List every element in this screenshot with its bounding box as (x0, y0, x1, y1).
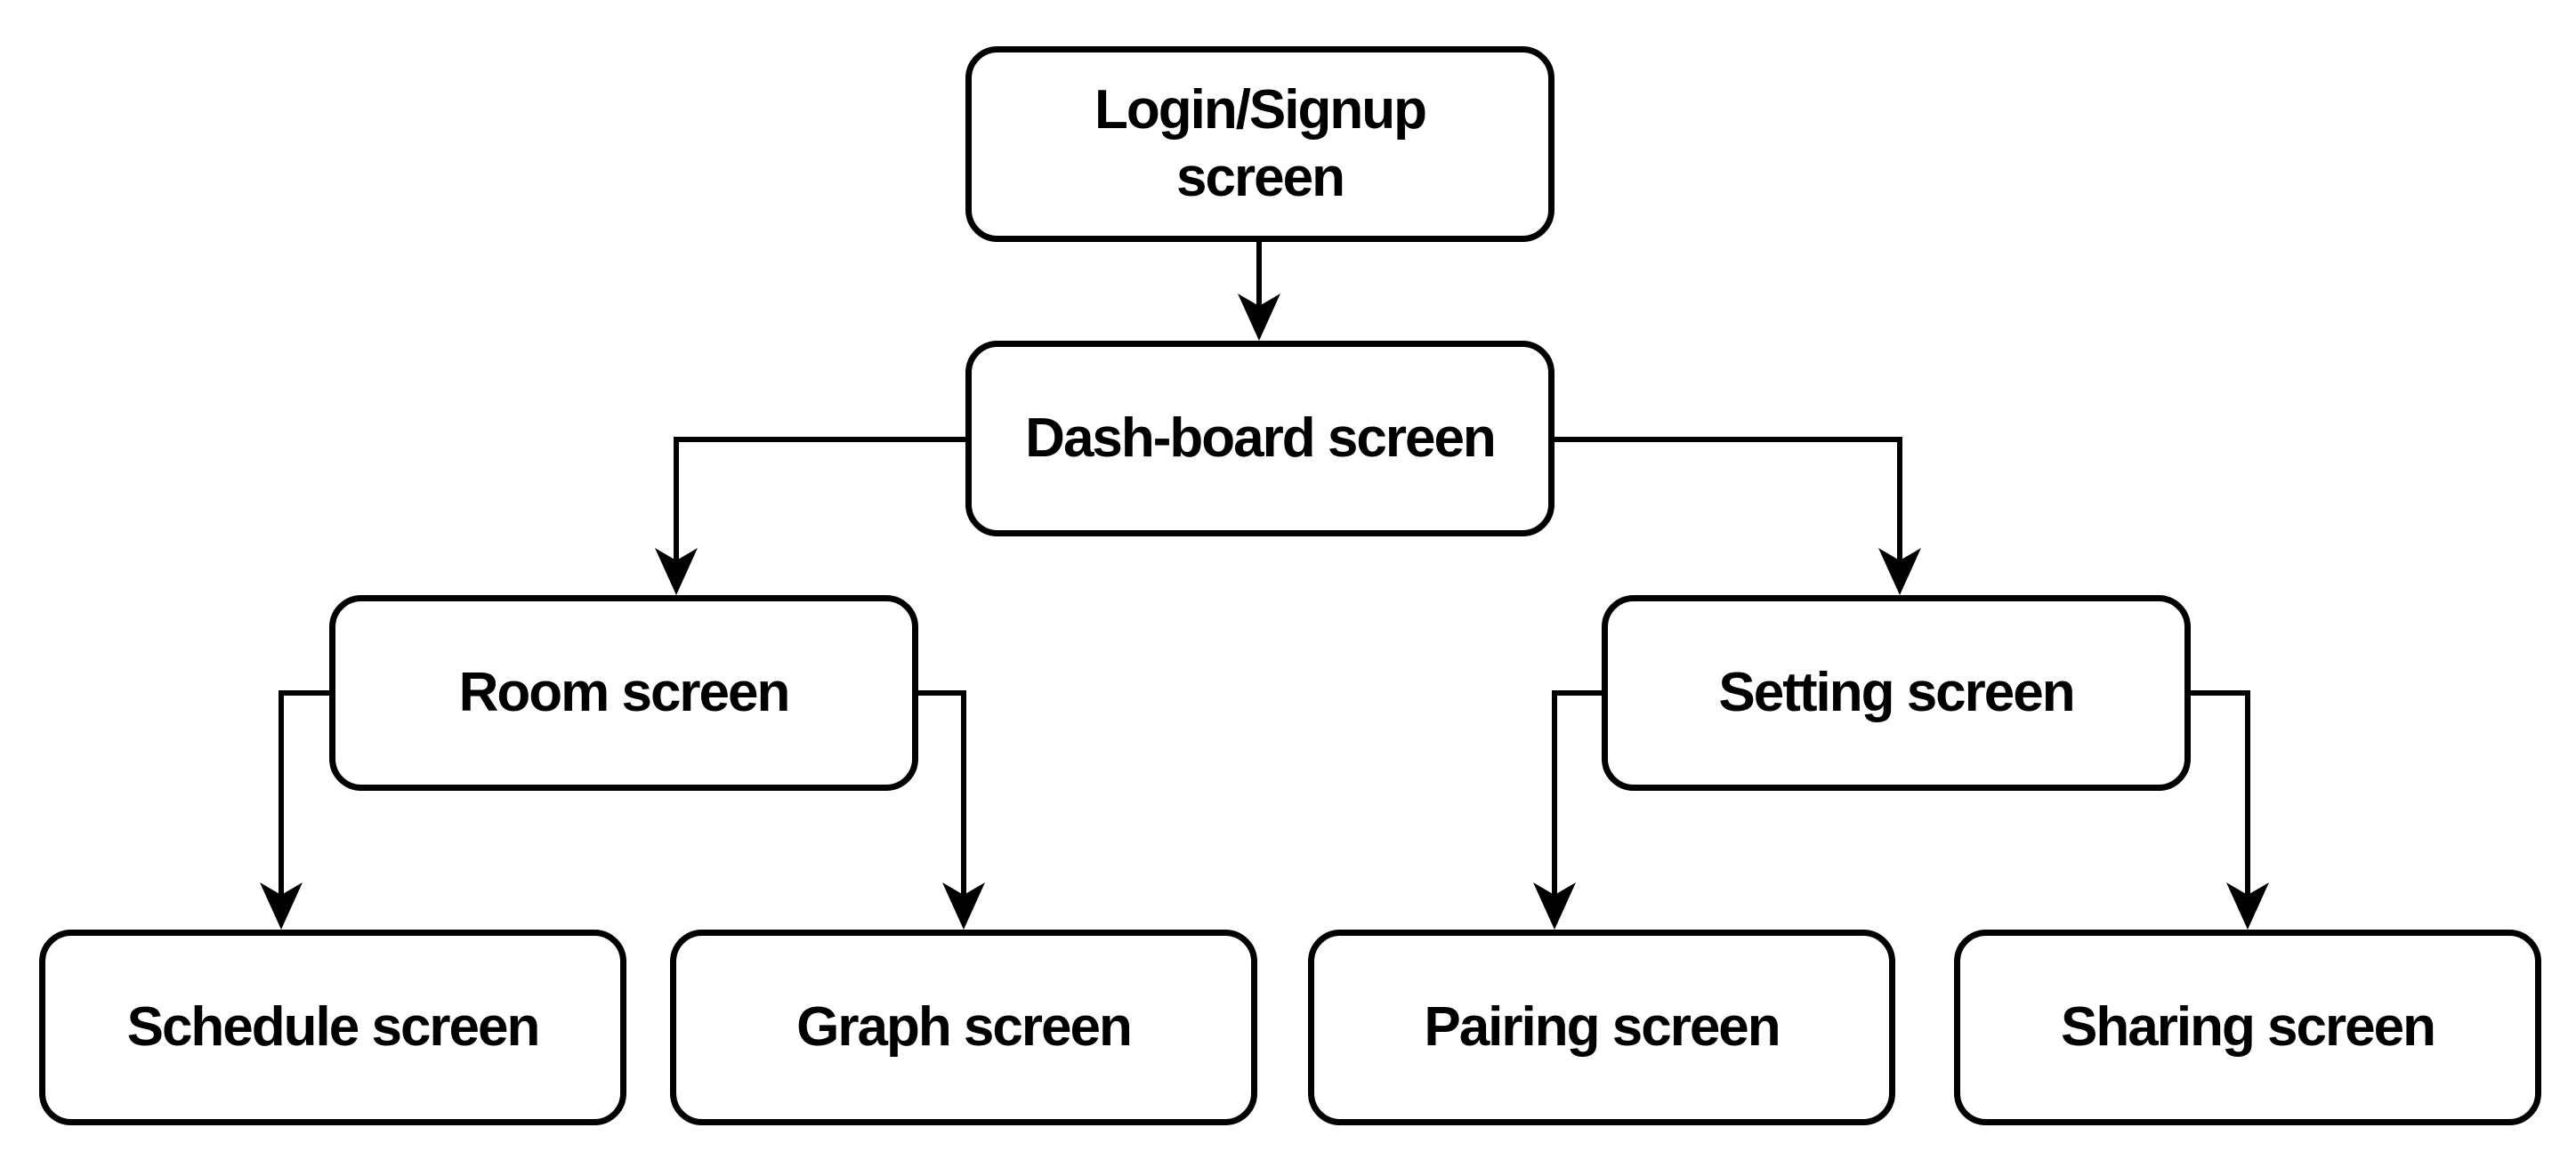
edge-line (1552, 690, 1602, 898)
node-room-screen: Room screen (329, 595, 918, 791)
edge-line (2191, 690, 2250, 898)
node-label: Dash-board screen (1025, 407, 1497, 470)
arrowhead-down-icon (1533, 882, 1576, 930)
edge-setting-to-sharing (2191, 690, 2269, 930)
arrowhead-down-icon (942, 882, 985, 930)
node-sharing-screen: Sharing screen (1954, 930, 2541, 1125)
edge-dashboard-to-room (655, 437, 965, 595)
edge-line (918, 690, 966, 898)
node-pairing-screen: Pairing screen (1308, 930, 1895, 1125)
node-label: Pairing screen (1424, 996, 1781, 1059)
node-dashboard-screen: Dash-board screen (965, 341, 1554, 536)
node-label: Setting screen (1718, 662, 2075, 724)
node-schedule-screen: Schedule screen (39, 930, 626, 1125)
edge-room-to-schedule (260, 690, 329, 930)
arrowhead-down-icon (655, 548, 698, 595)
node-label: Schedule screen (126, 996, 541, 1059)
node-label: Room screen (458, 662, 791, 724)
node-setting-screen: Setting screen (1602, 595, 2191, 791)
node-graph-screen: Graph screen (670, 930, 1257, 1125)
edge-room-to-graph (918, 690, 985, 930)
node-label: Login/Signup screen (1094, 79, 1427, 208)
edge-dashboard-to-setting (1554, 437, 1921, 595)
edge-setting-to-pairing (1533, 690, 1602, 930)
arrowhead-down-icon (2226, 882, 2269, 930)
arrowhead-down-icon (1878, 548, 1921, 595)
edge-login-to-dashboard (1238, 242, 1280, 341)
edge-line (1554, 437, 1902, 563)
node-login-signup-screen: Login/Signup screen (965, 46, 1554, 242)
node-label: Graph screen (796, 996, 1133, 1059)
arrowhead-down-icon (260, 882, 303, 930)
arrowhead-down-icon (1238, 294, 1280, 341)
edge-line (674, 437, 965, 563)
edge-line (279, 690, 329, 898)
node-label: Sharing screen (2061, 996, 2436, 1059)
